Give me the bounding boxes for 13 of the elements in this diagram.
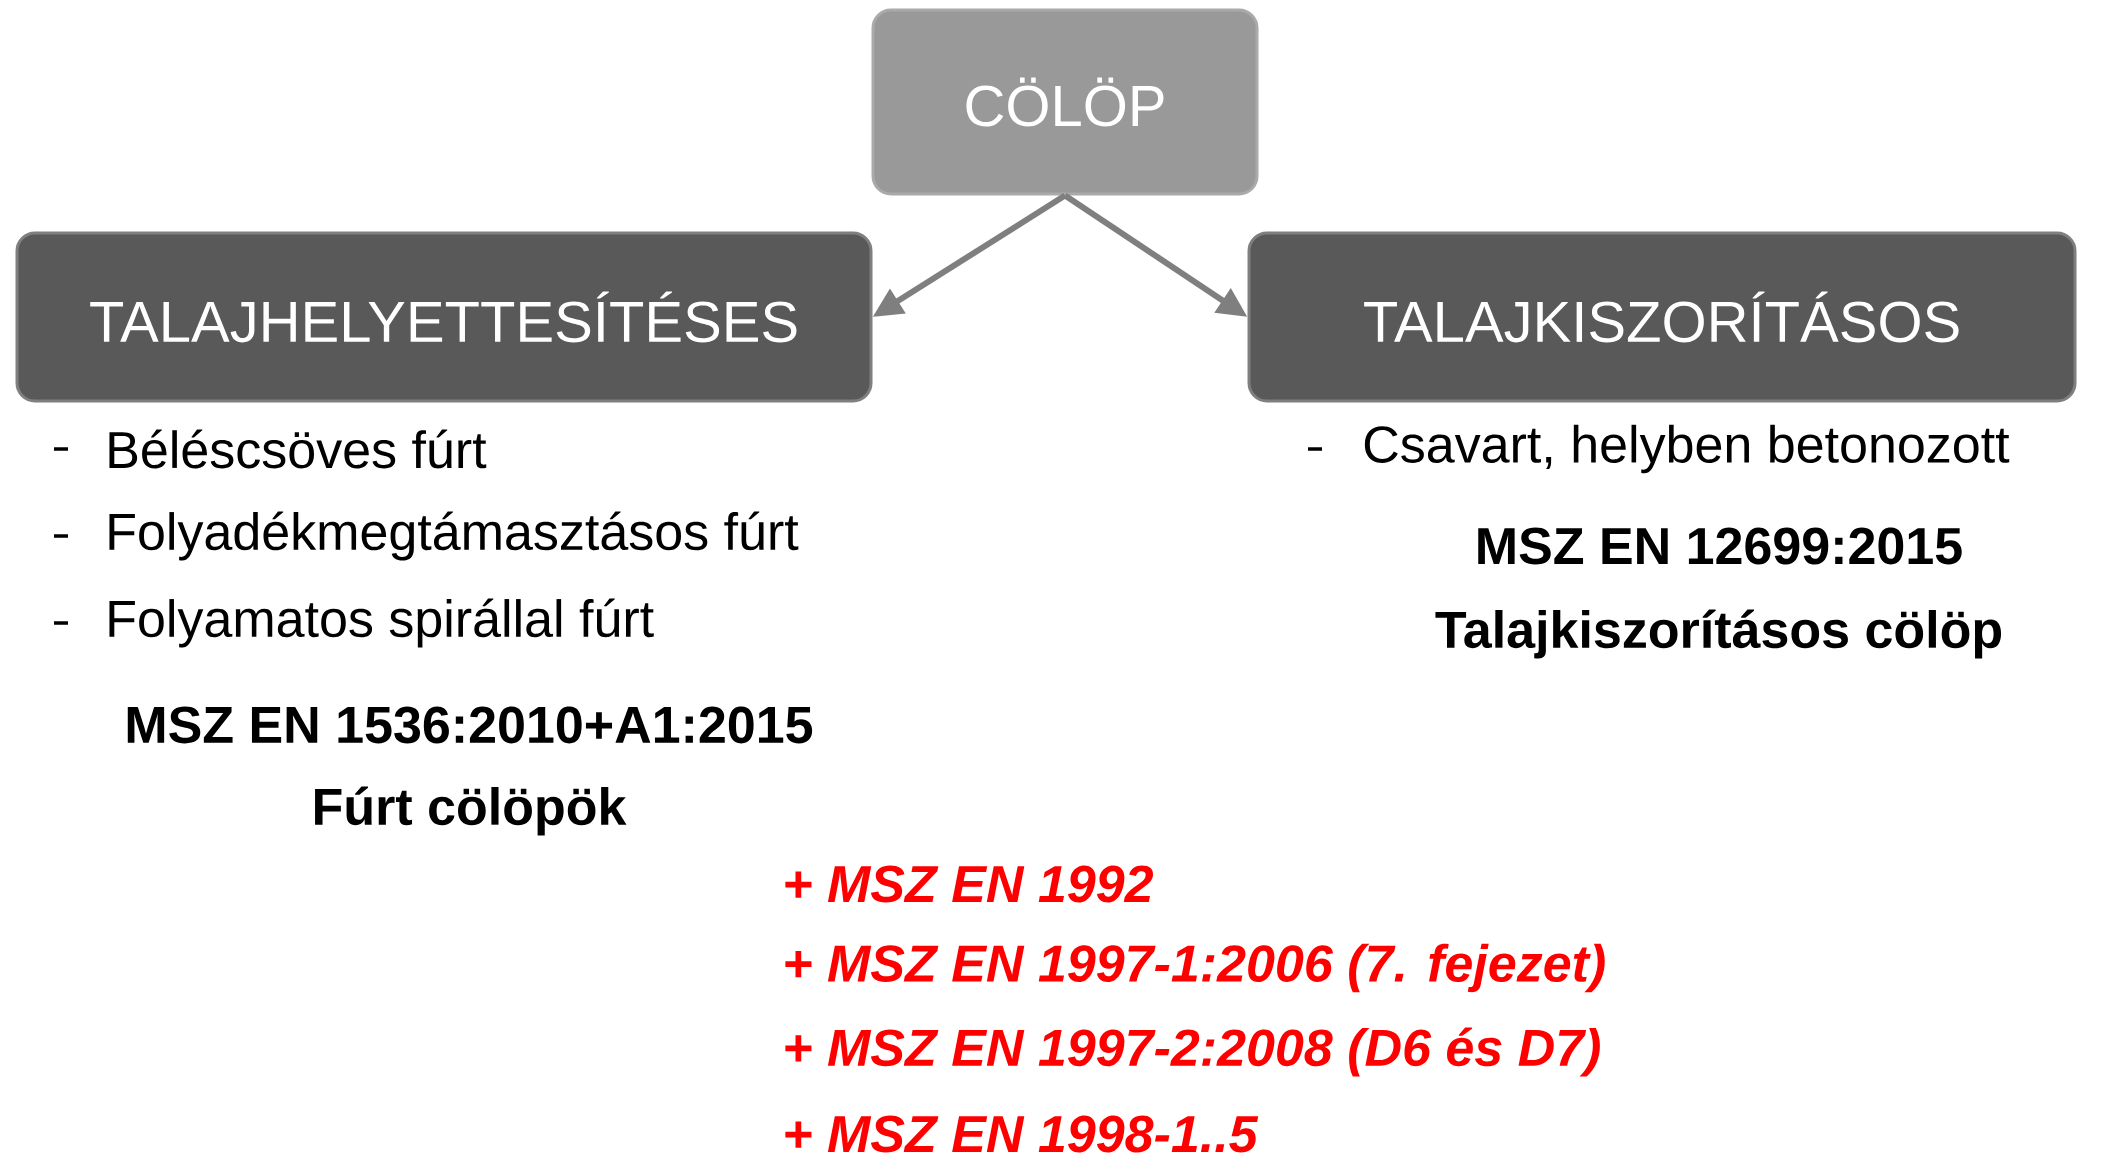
category-box: TALAJKISZORÍTÁSOS — [1247, 231, 2077, 403]
standard-title: Fúrt cölöpök — [315, 786, 627, 836]
category-box: TALAJHELYETTESÍTÉSES — [15, 231, 873, 403]
standard-reference: + MSZ EN 1997-1:2006 (7. fejezet) — [785, 943, 1605, 993]
standard-reference: + MSZ EN 1992 — [785, 865, 1153, 903]
standard-title: MSZ EN 12699:2015 — [1478, 527, 1962, 565]
list-item: Folyadékmegtámasztásos fúrt — [109, 511, 799, 561]
standard-reference: + MSZ EN 1997-2:2008 (D6 és D7) — [785, 1027, 1600, 1077]
standard-title: MSZ EN 1536:2010+A1:2015 — [127, 706, 813, 744]
standard-title: Talajkiszorításos cölöp — [1435, 609, 2002, 659]
category-box: CÖLÖP — [871, 8, 1259, 196]
list-item: Folyamatos spirállal fúrt — [109, 598, 654, 648]
standard-reference: + MSZ EN 1998-1..5 — [785, 1115, 1259, 1153]
